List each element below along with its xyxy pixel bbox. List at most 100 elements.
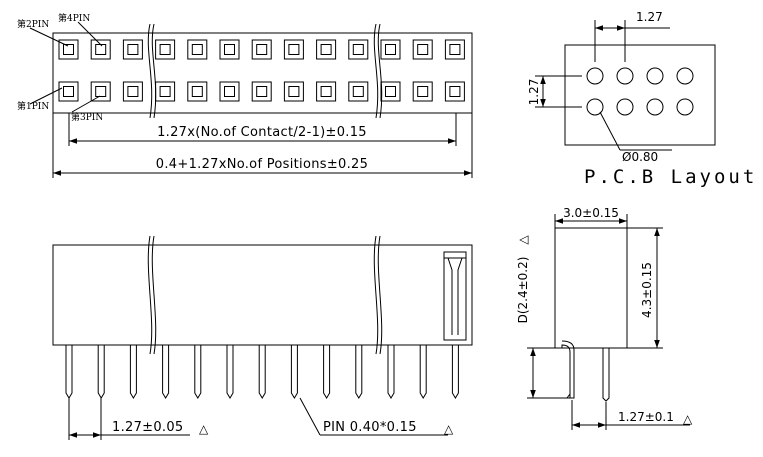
top-view-body [52,32,473,114]
contact-outer [187,39,208,60]
contact-inner [159,44,171,55]
front-marker-2: △ [444,422,454,436]
pcb-hole [616,98,634,116]
front-pin [226,345,234,399]
label-pin3: 第3PIN [71,111,103,123]
front-pin [194,345,202,399]
contact-inner [385,86,396,97]
contact-outer [219,39,240,60]
pcb-hole [646,67,664,85]
front-pin-spec: PIN 0.40*0.15 [323,420,417,435]
contact-inner [95,86,107,97]
dim-total-length: 0.4+1.27xNo.of Positions±0.25 [156,157,368,172]
contact-inner [352,44,364,55]
side-pin-right [602,348,610,402]
contact-outer [187,81,208,102]
side-tail-length: D(2.4±0.2) [516,257,530,324]
front-pin [258,345,266,399]
contact-inner [224,86,235,97]
contact-outer [251,81,272,102]
pcb-hole [586,67,604,85]
front-pin [97,345,105,399]
contact-inner [256,44,268,55]
contact-outer [348,81,369,102]
contact-inner [449,44,461,55]
side-height: 4.3±0.15 [640,262,654,318]
contact-inner [63,86,74,97]
contact-outer [380,81,401,102]
top-pin-row-upper [58,39,465,60]
front-pin [355,345,363,399]
top-pin-row-lower [58,81,465,102]
contact-inner [95,44,107,55]
contact-inner [288,44,300,55]
front-break-line-left-2 [151,235,157,355]
front-pin-pitch: 1.27±0.05 [112,420,183,435]
contact-outer [316,81,337,102]
front-pin-row [65,345,459,399]
pcb-hole-diameter: Ø0.80 [622,150,658,164]
contact-outer [58,81,79,102]
contact-inner [320,86,332,97]
contact-inner [256,86,268,97]
front-pin [451,345,459,399]
side-row-pitch: 1.27±0.1 [618,410,674,424]
contact-inner [63,44,74,55]
front-break-line-right-2 [377,235,383,355]
front-pin [162,345,170,399]
pcb-hole [676,67,694,85]
front-view-end-pocket [443,251,467,341]
front-pin [65,345,73,399]
contact-inner [417,44,429,55]
label-pin2: 第2PIN [17,18,49,30]
break-line-left [147,23,153,119]
contact-outer [58,39,79,60]
contact-inner [352,86,364,97]
front-view [52,235,473,440]
front-break-line-right [373,235,379,355]
pcb-pitch-horizontal: 1.27 [636,10,663,24]
contact-inner [191,44,203,55]
side-pin-left [561,340,575,399]
contact-inner [127,86,139,97]
pcb-layout-title: P.C.B Layout [584,166,757,188]
contact-outer [122,39,143,60]
top-view [29,21,473,178]
pcb-layout [535,20,716,151]
front-pin [290,345,298,399]
contact-outer [155,39,176,60]
front-pin [387,345,395,399]
side-view [527,214,690,430]
side-marker: △ [516,235,530,245]
front-pin [323,345,331,399]
front-view-body [52,244,473,346]
contact-inner [385,44,396,55]
front-pin [129,345,137,399]
contact-outer [251,39,272,60]
contact-outer [283,81,304,102]
front-break-line-left [147,235,153,355]
contact-outer [348,39,369,60]
contact-inner [224,44,235,55]
contact-outer [412,39,433,60]
contact-outer [219,81,240,102]
pcb-outline [564,44,716,146]
contact-outer [155,81,176,102]
contact-outer [412,81,433,102]
contact-outer [380,39,401,60]
contact-outer [444,39,465,60]
front-pin [419,345,427,399]
contact-outer [283,39,304,60]
contact-inner [159,86,171,97]
contact-inner [320,44,332,55]
contact-outer [90,81,111,102]
contact-inner [449,86,461,97]
front-marker-1: △ [199,422,209,436]
break-line-left-2 [151,23,157,119]
label-pin1: 第1PIN [17,100,49,112]
pcb-hole [586,98,604,116]
contact-inner [127,44,139,55]
pcb-hole [676,98,694,116]
pcb-hole [616,67,634,85]
contact-outer [316,39,337,60]
